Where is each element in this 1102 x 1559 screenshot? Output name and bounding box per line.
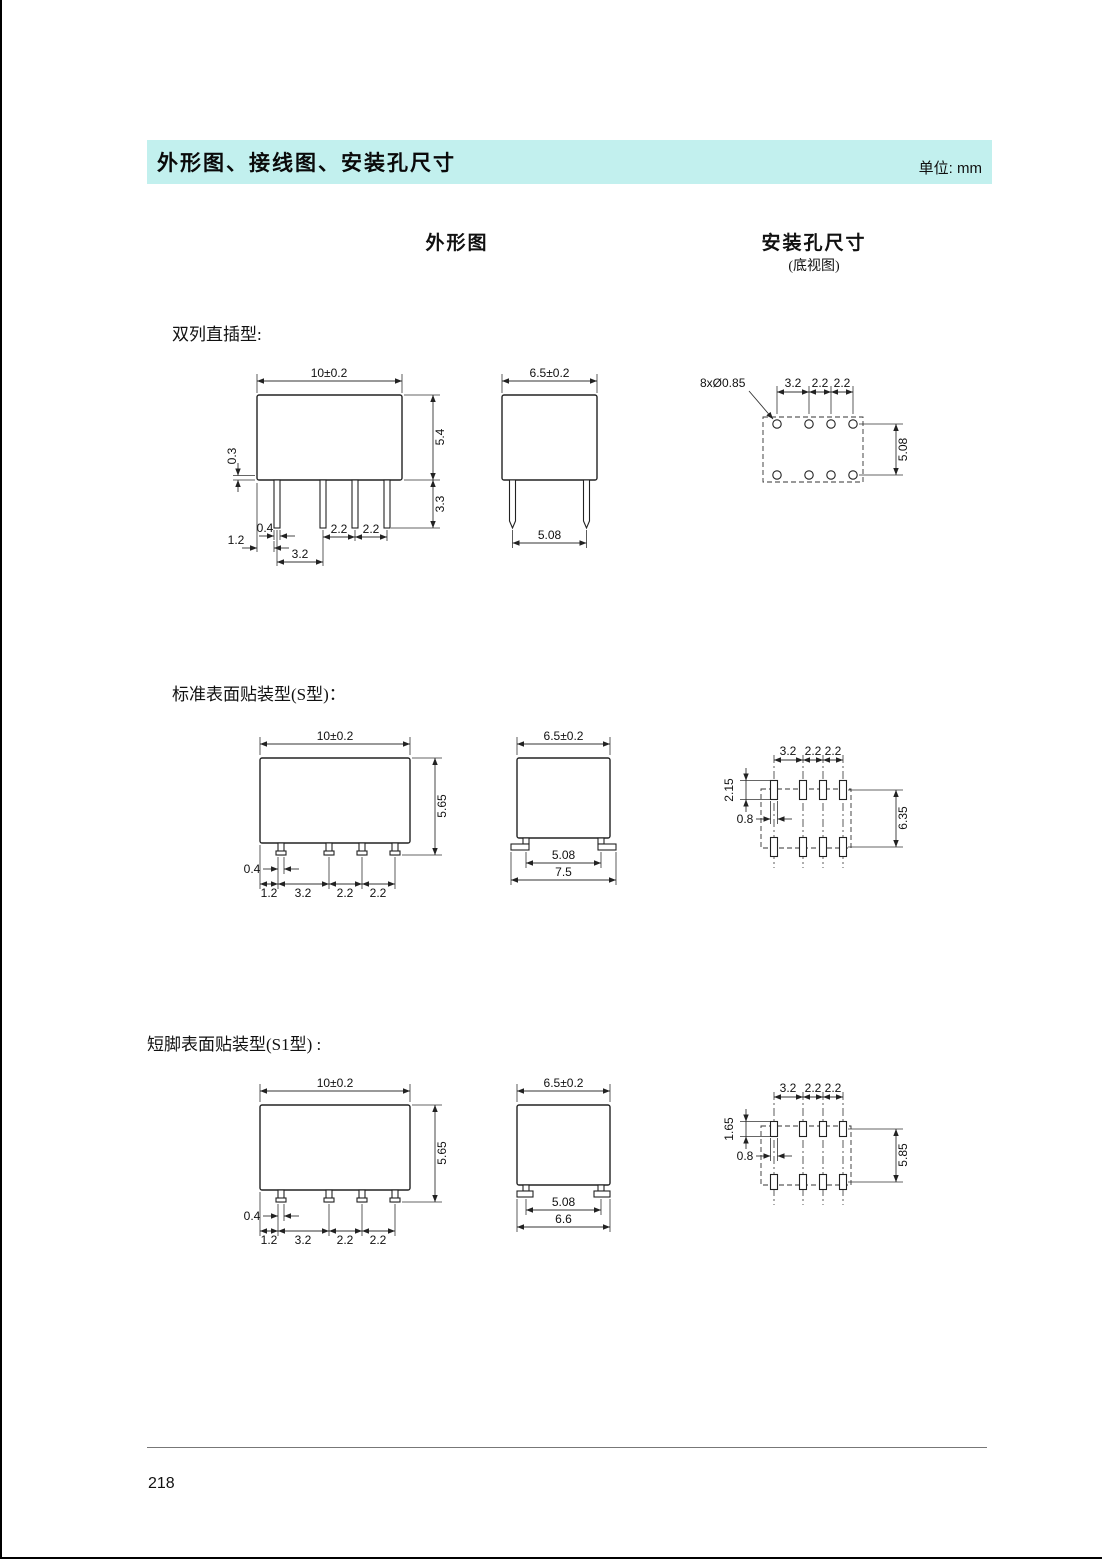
dim-dip-width: 10±0.2 — [311, 366, 348, 380]
dip-side-view-drawing: 6.5±0.2 5.08 — [501, 366, 598, 548]
dip-hole-dimensions: 3.2 2.2 2.2 8xØ0.85 5.08 — [700, 376, 910, 476]
s-pad-pattern — [760, 755, 852, 868]
dim-s-pitch-c: 2.2 — [370, 886, 387, 900]
dim-dip-pitch-b: 2.2 — [363, 522, 380, 536]
dim-dip-depth: 6.5±0.2 — [530, 366, 570, 380]
dim-s-pad-row-pitch: 6.35 — [896, 806, 910, 830]
s1-side-view-drawing: 6.5±0.2 5.08 6.6 — [516, 1076, 611, 1232]
s1-pad-layout-drawing: 3.2 2.2 2.2 1.65 0.8 5.85 — [722, 1081, 910, 1205]
dim-s1-pitch-b: 2.2 — [337, 1233, 354, 1247]
dim-s-edge-offset: 1.2 — [261, 886, 278, 900]
s-front-dimensions: 10±0.2 5.65 0.4 1.2 3.2 2.2 2.2 — [244, 729, 449, 900]
dim-s-pitch-b: 2.2 — [337, 886, 354, 900]
dim-s1-pad-row-pitch: 5.85 — [896, 1143, 910, 1167]
dim-dip-pin-length: 3.3 — [433, 495, 447, 512]
dim-hole-row-pitch: 5.08 — [896, 437, 910, 461]
s-front-body — [259, 757, 411, 856]
dim-s1-pad-pitch-c: 2.2 — [825, 1081, 842, 1095]
dim-s1-pad-pitch-b: 2.2 — [805, 1081, 822, 1095]
dim-s1-overall: 6.6 — [555, 1212, 572, 1226]
dip-front-body — [256, 394, 403, 529]
dim-s1-pin-width: 0.4 — [244, 1209, 261, 1223]
dim-dip-pin-width: 0.4 — [257, 521, 274, 535]
dim-hole-pitch-b: 2.2 — [812, 376, 829, 390]
dim-s-row-pitch: 5.08 — [552, 848, 576, 862]
dim-dip-pitch-c: 3.2 — [292, 547, 309, 561]
s1-side-body — [516, 1104, 611, 1198]
dim-s1-height: 5.65 — [435, 1141, 449, 1165]
dim-s-depth: 6.5±0.2 — [544, 729, 584, 743]
section-label-dip: 双列直插型: — [172, 325, 262, 344]
dim-s1-width: 10±0.2 — [317, 1076, 354, 1090]
dim-s-pitch-a: 3.2 — [295, 886, 312, 900]
s-side-view-drawing: 6.5±0.2 5.08 7.5 — [510, 729, 617, 885]
column-header-outline: 外形图 — [425, 233, 489, 254]
dim-hole-pitch-a: 3.2 — [785, 376, 802, 390]
dim-s1-pad-pitch-a: 3.2 — [780, 1081, 797, 1095]
dim-s1-pad-width: 0.8 — [737, 1149, 754, 1163]
section-label-s1: 短脚表面贴装型(S1型) : — [147, 1035, 322, 1054]
dim-s-width: 10±0.2 — [317, 729, 354, 743]
dip-front-view-drawing: 10±0.2 5.4 3.3 0.3 0.4 2.2 2.2 — [225, 366, 447, 566]
dim-dip-pitch-a: 2.2 — [331, 522, 348, 536]
dim-s1-pad-height: 1.65 — [722, 1117, 736, 1141]
column-header-mounting: 安装孔尺寸 — [761, 233, 867, 254]
dim-s-pad-height: 2.15 — [722, 778, 736, 802]
dip-side-dimensions: 6.5±0.2 5.08 — [501, 366, 598, 548]
s-pad-dimensions: 3.2 2.2 2.2 2.15 0.8 6.35 — [722, 744, 910, 848]
dim-s-pin-width: 0.4 — [244, 862, 261, 876]
page-title: 外形图、接线图、安装孔尺寸 — [157, 152, 456, 175]
s1-front-view-drawing: 10±0.2 5.65 0.4 1.2 3.2 2.2 2.2 — [244, 1076, 449, 1247]
dim-s-pad-pitch-c: 2.2 — [825, 744, 842, 758]
dim-dip-height: 5.4 — [433, 428, 447, 445]
dim-hole-pitch-c: 2.2 — [834, 376, 851, 390]
dim-s-pad-pitch-a: 3.2 — [780, 744, 797, 758]
section-header-bar: 外形图、接线图、安装孔尺寸 单位: mm — [147, 140, 992, 184]
footer-divider — [147, 1447, 987, 1448]
dim-dip-row-pitch: 5.08 — [538, 528, 562, 542]
s-side-body — [510, 757, 617, 851]
dim-s1-depth: 6.5±0.2 — [544, 1076, 584, 1090]
dip-front-dimensions: 10±0.2 5.4 3.3 0.3 0.4 2.2 2.2 — [225, 366, 447, 566]
dim-s1-row-pitch: 5.08 — [552, 1195, 576, 1209]
s1-front-dimensions: 10±0.2 5.65 0.4 1.2 3.2 2.2 2.2 — [244, 1076, 449, 1247]
dim-s-overall: 7.5 — [555, 865, 572, 879]
dim-s1-edge-offset: 1.2 — [261, 1233, 278, 1247]
s-front-view-drawing: 10±0.2 5.65 0.4 1.2 3.2 2.2 2.2 — [244, 729, 449, 900]
s1-side-dimensions: 6.5±0.2 5.08 6.6 — [516, 1076, 611, 1232]
dim-dip-edge-offset: 1.2 — [228, 533, 245, 547]
section-label-s: 标准表面贴装型(S型)： — [172, 685, 346, 704]
page-number: 218 — [148, 1475, 175, 1492]
column-header-mounting-sub: (底视图) — [788, 259, 840, 274]
s1-pad-pattern — [760, 1092, 852, 1205]
dim-s-height: 5.65 — [435, 794, 449, 818]
dim-dip-step: 0.3 — [225, 447, 239, 464]
unit-label: 单位: mm — [918, 160, 982, 177]
dip-mounting-holes-drawing: 3.2 2.2 2.2 8xØ0.85 5.08 — [700, 376, 910, 483]
dip-side-body — [501, 394, 598, 530]
dim-s-pad-pitch-b: 2.2 — [805, 744, 822, 758]
s-pad-layout-drawing: 3.2 2.2 2.2 2.15 0.8 6.35 — [722, 744, 910, 868]
dim-s-pad-width: 0.8 — [737, 812, 754, 826]
s1-front-body — [259, 1104, 411, 1203]
s-side-dimensions: 6.5±0.2 5.08 7.5 — [510, 729, 617, 885]
dim-s1-pitch-a: 3.2 — [295, 1233, 312, 1247]
dip-hole-pattern — [762, 416, 864, 483]
s1-pad-dimensions: 3.2 2.2 2.2 1.65 0.8 5.85 — [722, 1081, 910, 1183]
hole-diameter-callout: 8xØ0.85 — [700, 376, 746, 390]
dim-s1-pitch-c: 2.2 — [370, 1233, 387, 1247]
